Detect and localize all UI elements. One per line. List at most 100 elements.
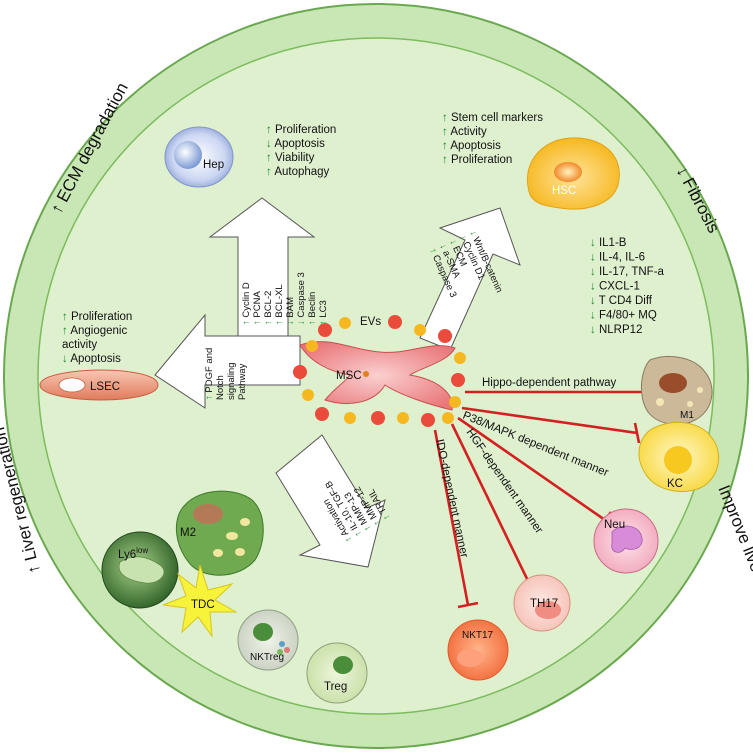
hsc-effect-arrow-1: ↑ xyxy=(442,126,450,138)
fibrosis-marker-1: ↓ IL-4, IL-6 xyxy=(590,252,645,264)
hep-effect-3: ↑ Autophagy xyxy=(266,166,330,178)
fibrosis-marker-arrow-5: ↓ xyxy=(590,310,599,322)
hep-arrow-item-text-0: Cyclin D xyxy=(241,282,252,318)
tdc-cell xyxy=(162,564,238,638)
hep-effect-arrow-3: ↑ xyxy=(266,166,274,178)
hep-arrow-items: ↑ Cyclin D↑ PCNA↑ BCL-2↑ BCL-XL↓ BAM↓ Ca… xyxy=(241,272,329,325)
hsc-arrow-item-arrow-2: ↓ xyxy=(447,238,460,249)
lsec-arrow-item-2: signaling xyxy=(226,363,237,401)
lsec-arrow-item-text-0: PDGF and xyxy=(204,348,215,393)
hsc-arrow-item-arrow-1: ↓ xyxy=(457,233,470,244)
m2-arrow-item-arrow-4: ↑ xyxy=(380,510,393,522)
fibrosis-marker-6: ↓ NLRP12 xyxy=(590,324,642,336)
fibrosis-marker-arrow-0: ↓ xyxy=(590,237,599,249)
fibrosis-marker-text-2: IL-17, TNF-a xyxy=(599,266,665,278)
nkt17-label: NKT17 xyxy=(462,630,494,641)
fibrosis-marker-arrow-4: ↓ xyxy=(590,295,599,307)
fibrosis-marker-arrow-6: ↓ xyxy=(590,324,599,336)
nktreg-cell xyxy=(237,609,299,671)
hep-arrow-item-3: ↑ BCL-XL xyxy=(274,284,285,325)
fibrosis-marker-3: ↓ CXCL-1 xyxy=(590,281,640,293)
hep-arrow-item-5: ↓ Caspase 3 xyxy=(296,272,307,325)
lsec-arrow-item-0: ↑ PDGF and xyxy=(204,348,215,400)
lsec-arrow-item-text-3: Pathway xyxy=(237,363,248,400)
m2-arrow-item-arrow-2: ↑ xyxy=(360,521,373,533)
fibrosis-marker-text-5: F4/80+ MQ xyxy=(599,310,657,322)
hep-effect-arrow-1: ↓ xyxy=(266,138,274,150)
lsec-effect-text-3: Apoptosis xyxy=(70,353,121,365)
msc-cell xyxy=(299,341,456,411)
hsc-effect-2: ↑ Apoptosis xyxy=(442,140,501,152)
hep-effect-arrow-2: ↑ xyxy=(266,152,275,164)
hep-arrow-item-arrow-3: ↑ xyxy=(274,318,285,325)
hep-arrow-item-6: ↑ Beclin xyxy=(307,292,318,325)
m2-arrow-item-arrow-0: ↑ xyxy=(342,533,355,544)
neu-nucleus xyxy=(611,525,643,553)
hep-arrow-item-text-4: BAM xyxy=(285,297,296,318)
ly6-label-sup: low xyxy=(136,546,148,555)
hsc-nucleus xyxy=(554,162,582,182)
hsc-effects-list: ↑ Stem cell markers↑ Activity↑ Apoptosis… xyxy=(442,112,543,166)
hep-arrow-item-text-3: BCL-XL xyxy=(274,284,285,317)
hep-arrow-item-arrow-7: ↑ xyxy=(318,318,329,325)
hep-effect-text-2: Viability xyxy=(275,152,315,164)
hep-arrow-item-text-6: Beclin xyxy=(307,292,318,318)
m2-granules xyxy=(213,518,250,557)
kc-nucleus xyxy=(664,446,692,474)
hep-arrow-item-7: ↑ LC3 xyxy=(318,300,329,325)
hep-effect-text-0: Proliferation xyxy=(275,124,336,136)
fibrosis-marker-arrow-1: ↓ xyxy=(590,252,599,264)
treg-cell xyxy=(306,642,368,704)
hep-nucleus xyxy=(174,141,202,169)
lsec-arrow-item-arrow-0: ↑ xyxy=(204,393,215,400)
hep-effect-text-1: Apoptosis xyxy=(274,138,325,150)
hep-arrow-item-text-7: LC3 xyxy=(318,300,329,317)
hep-arrow-item-arrow-4: ↓ xyxy=(285,318,296,325)
fibrosis-marker-text-3: CXCL-1 xyxy=(599,281,640,293)
lsec-effect-arrow-0: ↑ xyxy=(62,311,71,323)
msc-nucleus xyxy=(363,371,369,377)
arrow-to-lsec xyxy=(154,313,301,409)
nktreg-label: NKTreg xyxy=(250,652,284,663)
arrow-to-m2 xyxy=(275,434,386,568)
neu-label: Neu xyxy=(604,519,625,531)
kc-label: KC xyxy=(667,478,683,490)
pathway-hippo: Hippo-dependent pathway xyxy=(482,377,617,389)
hep-arrow-item-text-5: Caspase 3 xyxy=(296,272,307,317)
m2-nucleus xyxy=(193,504,223,524)
hsc-effect-text-2: Apoptosis xyxy=(450,140,501,152)
hep-arrow-item-arrow-0: ↑ xyxy=(241,318,252,325)
m2-arrow-item-arrow-1: ↑ xyxy=(351,527,364,539)
hsc-effect-text-1: Activity xyxy=(450,126,487,138)
hep-arrow-item-arrow-5: ↓ xyxy=(296,318,307,325)
hsc-arrow-item-arrow-4: ↑ xyxy=(427,247,440,258)
fibrosis-marker-2: ↓ IL-17, TNF-a xyxy=(590,266,665,278)
lsec-arrow-item-text-1: Notch xyxy=(215,375,226,400)
fibrosis-marker-arrow-3: ↓ xyxy=(590,281,599,293)
hep-arrow-item-text-1: PCNA xyxy=(252,291,263,318)
hsc-effect-text-3: Proliferation xyxy=(451,154,512,166)
lsec-nucleus xyxy=(58,377,86,393)
fibrosis-marker-text-0: IL1-B xyxy=(599,237,627,249)
tdc-label: TDC xyxy=(191,599,215,611)
lsec-effect-arrow-1: ↑ xyxy=(62,325,70,337)
hep-label: Hep xyxy=(203,159,224,171)
hsc-effect-text-0: Stem cell markers xyxy=(451,112,543,124)
hep-effects-list: ↑ Proliferation↓ Apoptosis ↑ Viability ↑ A… xyxy=(266,124,336,178)
msc-label: MSC xyxy=(336,370,362,382)
ly6-nucleus xyxy=(118,556,165,584)
treg-label: Treg xyxy=(324,681,347,693)
lsec-arrow-item-text-2: signaling xyxy=(226,363,237,401)
m1-granules xyxy=(656,387,703,407)
lsec-effect-text-0: Proliferation xyxy=(71,311,132,323)
lsec-effect-text-1: Angiogenic xyxy=(70,325,127,337)
lsec-effect-2: activity xyxy=(62,339,97,351)
hsc-arrow-item-arrow-3: ↓ xyxy=(437,242,450,253)
lsec-effect-3: ↓ Apoptosis xyxy=(62,353,121,365)
lsec-label: LSEC xyxy=(90,381,120,393)
hep-arrow-item-4: ↓ BAM xyxy=(285,297,296,325)
hsc-effect-arrow-2: ↑ xyxy=(442,140,450,152)
